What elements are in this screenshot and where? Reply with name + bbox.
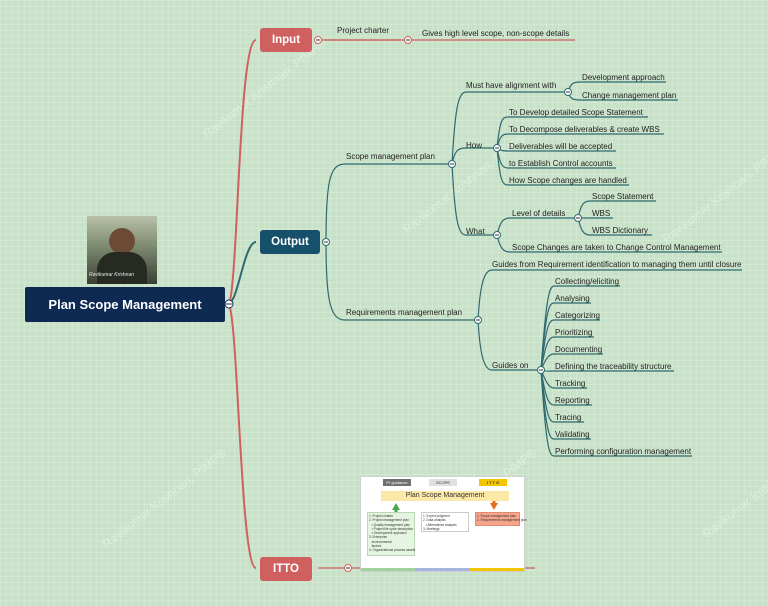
what-node[interactable]: What — [466, 227, 485, 236]
thumbnail-title: Plan Scope Management — [381, 491, 509, 501]
how-item[interactable]: How Scope changes are handled — [509, 176, 627, 185]
input-node[interactable]: Input — [260, 28, 312, 52]
output-node[interactable]: Output — [260, 230, 320, 254]
guides-item[interactable]: Analysing — [555, 294, 590, 303]
guides-item[interactable]: Documenting — [555, 345, 603, 354]
guides-item[interactable]: Prioritizing — [555, 328, 593, 337]
guides-item[interactable]: Tracking — [555, 379, 586, 388]
thumbnail-footer — [361, 568, 415, 571]
guides-item[interactable]: Defining the traceability structure — [555, 362, 672, 371]
thumbnail-arrows — [392, 501, 498, 512]
guides-item[interactable]: Reporting — [555, 396, 590, 405]
how-item[interactable]: To Develop detailed Scope Statement — [509, 108, 643, 117]
thumbnail-tab: SCOPE — [429, 479, 457, 486]
how-item[interactable]: to Establish Control accounts — [509, 159, 613, 168]
itto-node[interactable]: ITTO — [260, 557, 312, 581]
photo-caption: Ravikumar Krishnan — [89, 272, 135, 278]
itto-thumbnail[interactable]: PI guidance SCOPE I T T O Plan Scope Man… — [360, 476, 527, 572]
how-node[interactable]: How — [466, 141, 483, 150]
align-item[interactable]: Development approach — [582, 73, 665, 82]
thumbnail-footer — [415, 568, 470, 571]
level-item[interactable]: WBS — [592, 209, 611, 218]
must-have-alignment[interactable]: Must have alignment with — [466, 81, 557, 90]
guides-item[interactable]: Collecting/eliciting — [555, 277, 620, 286]
guides-item[interactable]: Categorizing — [555, 311, 600, 320]
guides-item[interactable]: Performing configuration management — [555, 447, 692, 456]
guides-from[interactable]: Guides from Requirement identification t… — [492, 260, 742, 269]
guides-item[interactable]: Tracing — [555, 413, 582, 422]
input-project-charter-detail[interactable]: Gives high level scope, non-scope detail… — [422, 29, 570, 38]
guides-item[interactable]: Validating — [555, 430, 590, 439]
guides-on[interactable]: Guides on — [492, 361, 529, 370]
level-item[interactable]: WBS Dictionary — [592, 226, 649, 235]
align-item[interactable]: Change management plan — [582, 91, 677, 100]
how-item[interactable]: To Decompose deliverables & create WBS — [509, 125, 660, 134]
level-of-details[interactable]: Level of details — [512, 209, 566, 218]
thumbnail-inputs: 1. Project charter 2. Project management… — [367, 512, 415, 556]
input-project-charter[interactable]: Project charter — [337, 26, 390, 35]
level-item[interactable]: Scope Statement — [592, 192, 654, 201]
scope-changes[interactable]: Scope Changes are taken to Change Contro… — [512, 243, 721, 252]
thumbnail-footer — [470, 568, 524, 571]
thumbnail-tab: PI guidance — [383, 479, 411, 486]
requirements-management-plan[interactable]: Requirements management plan — [346, 308, 463, 317]
how-item[interactable]: Deliverables will be accepted — [509, 142, 613, 151]
scope-management-plan[interactable]: Scope management plan — [346, 152, 435, 161]
thumbnail-tools: 1. Expert judgment 2. Data analysis • Al… — [421, 512, 469, 532]
thumbnail-outputs: 1. Scope management plan 2. Requirements… — [475, 512, 527, 526]
thumbnail-tab: I T T O — [479, 479, 507, 486]
author-photo: Ravikumar Krishnan — [87, 216, 157, 284]
root-node[interactable]: Plan Scope Management — [25, 287, 225, 322]
